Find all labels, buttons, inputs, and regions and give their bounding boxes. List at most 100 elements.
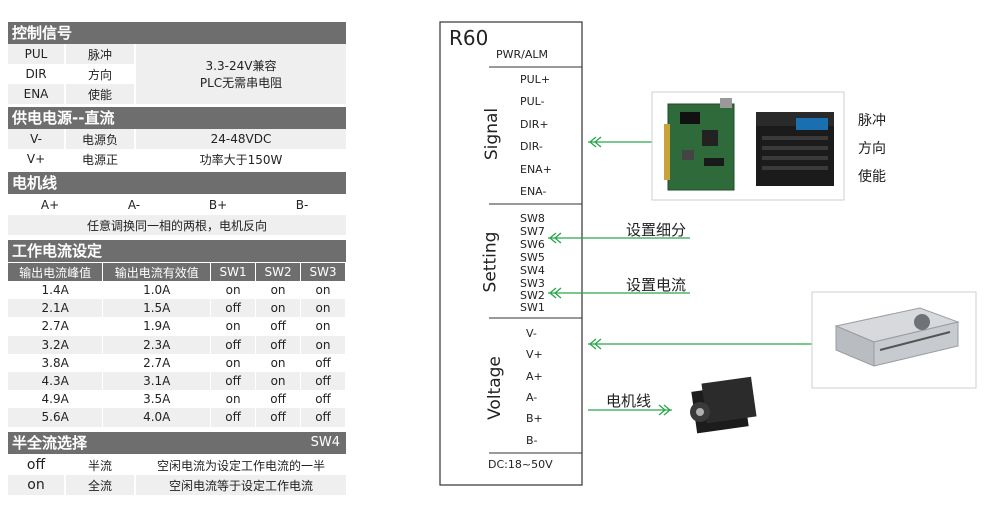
cell: off [255,390,302,409]
dc-range-label: DC:18~50V [488,458,553,471]
cell: 3.8A [8,353,104,372]
power-supply-icon [834,307,960,367]
pin-a-minus: A- [526,391,538,404]
pcb-card-icon [664,98,735,191]
plc-icon [756,112,834,186]
cell: on [300,299,346,318]
control-pul: PUL [8,44,64,64]
cell: 1.0A [102,281,212,300]
half-on: on [8,475,64,495]
power-vminus: V- [8,129,64,149]
current-set-label: 设置电流 [626,276,687,294]
cell: 3.1A [102,371,212,391]
pin-v-minus: V- [526,327,537,340]
half-sw: SW4 [310,435,340,450]
cell: on [210,353,257,372]
power-wattage: 功率大于150W [199,152,283,167]
cell: on [255,353,302,372]
pin-pul-minus: PUL- [520,95,545,108]
cell: 2.3A [102,335,212,354]
pwr-alm-label: PWR/ALM [496,48,549,61]
pin-sw8: SW8 [520,212,545,225]
cell: 4.3A [8,371,104,391]
pin-sw6: SW6 [520,238,545,251]
pin-ena-minus: ENA- [520,185,547,198]
col-sw1: SW1 [210,263,257,281]
col-sw3: SW3 [300,263,346,281]
cell: off [210,408,257,427]
subdivision-arrow [548,232,690,244]
pin-ena-plus: ENA+ [520,163,552,176]
cell: off [300,390,346,409]
control-dir: DIR [25,67,47,81]
cell: off [210,299,257,318]
cell: 2.7A [8,317,104,336]
control-signal-header: 控制信号 [8,22,346,44]
motor-line-label: 电机线 [606,392,652,410]
driver-box [439,21,583,486]
setting-section-label: Setting [480,231,501,293]
pin-sw2: SW2 [520,289,545,302]
cell: on [210,390,257,409]
control-dir-desc: 方向 [87,67,112,82]
power-vplus-desc: 电源正 [81,152,118,167]
control-note-line1: 3.3-24V兼容 [205,59,277,73]
driver-model: R60 [449,26,489,50]
controller-label-pulse: 脉冲 [858,113,886,129]
half-on-mode: 全流 [66,475,134,495]
motor-note: 任意调换同一相的两根，电机反向 [8,215,346,235]
cell: 4.9A [8,390,104,409]
cell: on [255,371,302,391]
motor-arrow [588,404,672,416]
cell: on [300,317,346,336]
half-on-desc: 空闲电流等于设定工作电流 [136,475,346,495]
col-rms: 输出电流有效值 [102,263,212,281]
stepper-motor-icon [690,376,757,434]
cell: off [255,317,302,336]
control-note-line2: PLC无需串电阻 [199,76,283,90]
pin-v-plus: V+ [526,348,543,361]
current-arrow [548,287,690,299]
cell: 4.0A [102,408,212,427]
pin-dir-minus: DIR- [520,140,543,153]
pin-sw3: SW3 [520,277,545,290]
power-vplus: V+ [26,152,46,166]
cell: 1.4A [8,281,104,300]
cell: off [300,371,346,391]
cell: 2.1A [8,299,104,318]
power-vminus-desc: 电源负 [66,129,134,149]
motor-header: 电机线 [8,172,346,194]
pin-sw4: SW4 [520,264,545,277]
col-peak: 输出电流峰值 [8,263,104,281]
cell: 1.9A [102,317,212,336]
pin-sw5: SW5 [520,251,545,264]
cell: 2.7A [102,353,212,372]
pin-b-minus: B- [526,434,538,447]
cell: on [300,281,346,300]
power-header: 供电电源--直流 [8,107,346,129]
pin-a-plus: A+ [526,370,543,383]
cell: off [255,408,302,427]
control-note: 3.3-24V兼容 PLC无需串电阻 [136,44,346,104]
controller-label-direction: 方向 [858,141,886,157]
power-arrow [588,338,812,350]
voltage-section-label: Voltage [484,356,505,420]
signal-section-label: Signal [482,107,503,161]
current-table-head: 输出电流峰值 输出电流有效值 SW1 SW2 SW3 [8,263,346,281]
pin-sw7: SW7 [520,225,545,238]
cell: on [255,299,302,318]
cell: 3.2A [8,335,104,354]
cell: on [255,281,302,300]
controller-label-enable: 使能 [858,169,886,185]
cell: on [300,335,346,354]
cell: off [300,353,346,372]
